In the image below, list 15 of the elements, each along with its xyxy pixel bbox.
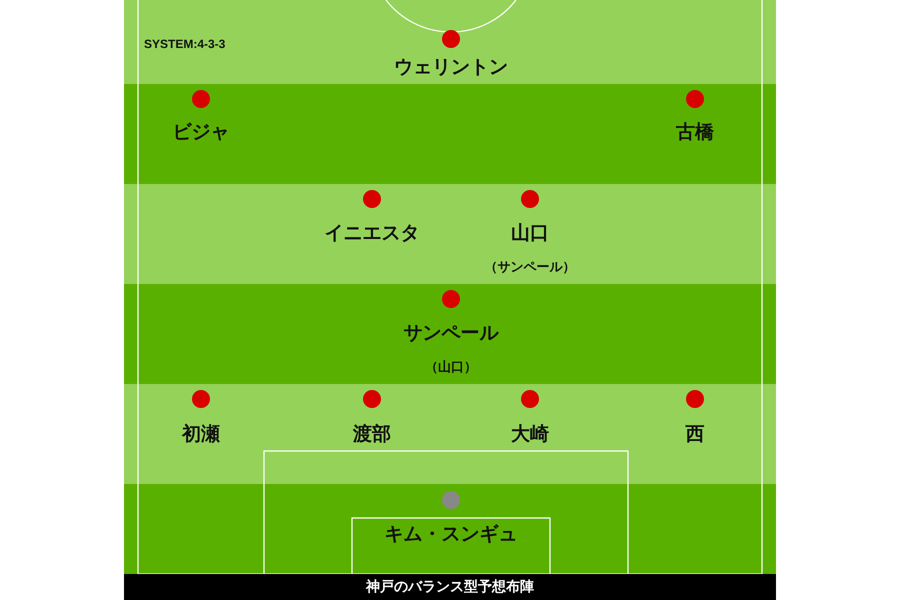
player-name: ウェリントン (394, 55, 508, 80)
player-name: イニエスタ (324, 221, 420, 246)
substitute-name: （山口） (425, 359, 477, 376)
player-name: 山口 (511, 221, 549, 246)
player-name: 渡部 (353, 422, 391, 447)
player-name: 古橋 (676, 120, 714, 145)
player-name: サンペール (404, 321, 498, 346)
caption: 神戸のバランス型予想布陣 (124, 574, 776, 600)
formation-label: SYSTEM:4-3-3 (144, 37, 226, 51)
player-name: 西 (686, 422, 704, 447)
substitute-name: （サンペール） (484, 259, 576, 276)
player-name: 大崎 (511, 422, 549, 447)
player-name: ビジャ (172, 120, 230, 145)
player-name: キム・スンギュ (384, 522, 518, 547)
player-name: 初瀬 (182, 422, 220, 447)
